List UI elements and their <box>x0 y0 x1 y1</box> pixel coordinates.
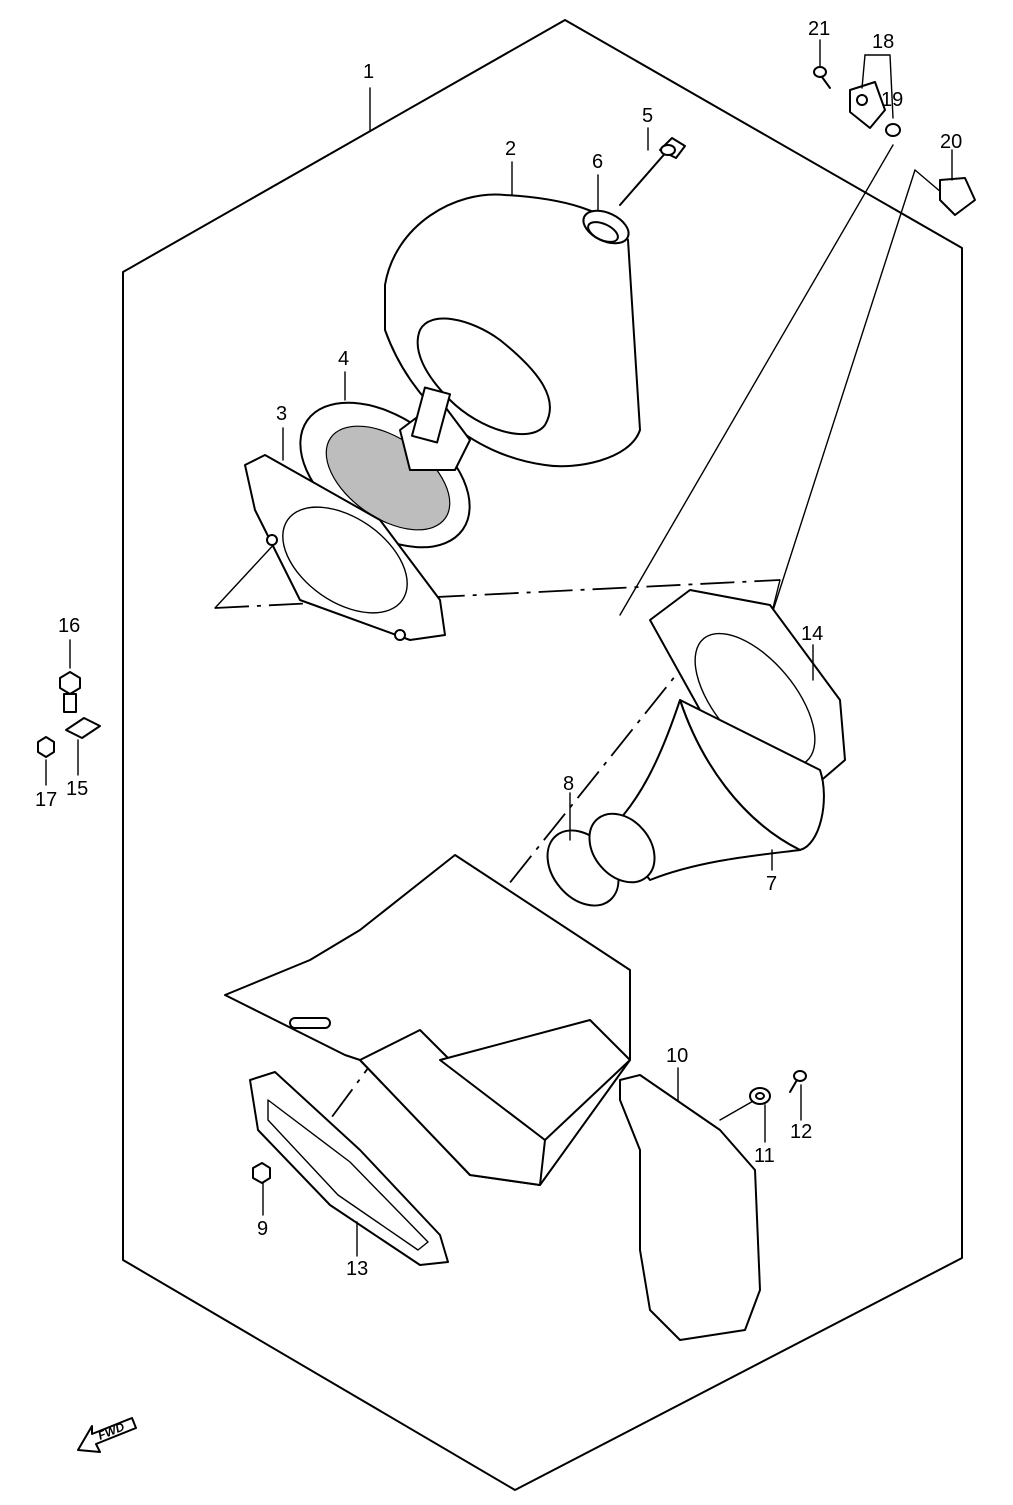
callout-20: 20 <box>940 131 962 153</box>
fwd-arrow: FWD <box>77 1417 137 1453</box>
washer-19 <box>885 123 901 137</box>
screw-12 <box>789 1070 807 1093</box>
clamp-rings <box>546 812 656 907</box>
nut-9 <box>252 1162 271 1184</box>
callout-14: 14 <box>801 623 823 645</box>
callout-10: 10 <box>666 1045 688 1067</box>
callout-16: 16 <box>58 615 80 637</box>
callout-17: 17 <box>35 789 57 811</box>
callout-11: 11 <box>754 1145 775 1167</box>
callout-4: 4 <box>338 348 349 370</box>
callout-19: 19 <box>881 89 903 111</box>
grommet <box>582 209 630 245</box>
plate-20 <box>939 177 976 216</box>
clip-nut-15 <box>65 717 101 739</box>
callout-18: 18 <box>872 31 894 53</box>
bolt-21 <box>813 66 831 89</box>
nut-17 <box>37 736 55 758</box>
gasket <box>249 1071 449 1266</box>
callout-6: 6 <box>592 151 603 173</box>
fwd-label: FWD <box>96 1419 127 1442</box>
callout-5: 5 <box>642 105 653 127</box>
assembly-boundary <box>122 19 963 1491</box>
bolt-16 <box>59 671 81 713</box>
callout-labels: 1 2 3 4 5 6 7 8 9 10 11 12 13 14 15 16 1… <box>35 18 962 1280</box>
alignment-lines <box>214 144 963 1161</box>
bracket-18 <box>849 81 886 129</box>
callout-8: 8 <box>563 773 574 795</box>
washer-11 <box>749 1087 771 1105</box>
duct-cover <box>619 1074 761 1341</box>
leader-lines <box>45 39 953 1257</box>
callout-9: 9 <box>257 1218 268 1240</box>
callout-13: 13 <box>346 1258 368 1280</box>
callout-15: 15 <box>66 778 88 800</box>
callout-3: 3 <box>276 403 287 425</box>
air-cleaner-box <box>224 854 631 1186</box>
cover-plate <box>244 454 446 641</box>
callout-21: 21 <box>808 18 830 40</box>
callout-1: 1 <box>363 61 374 83</box>
callout-7: 7 <box>766 873 777 895</box>
callout-12: 12 <box>790 1121 812 1143</box>
inlet-duct <box>609 699 825 881</box>
callout-2: 2 <box>505 138 516 160</box>
wing-bolt <box>619 137 686 206</box>
